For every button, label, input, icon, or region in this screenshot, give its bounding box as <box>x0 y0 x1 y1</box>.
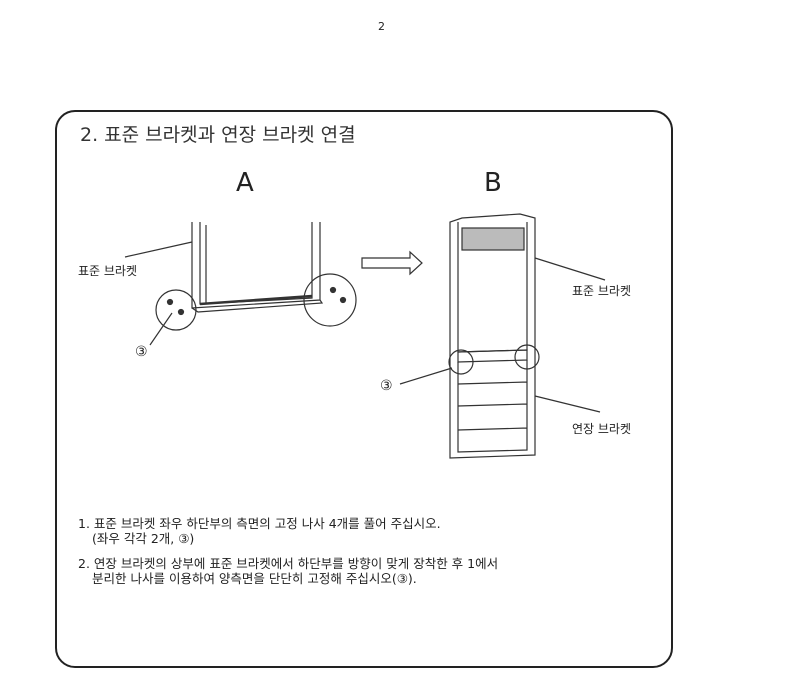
standard-bracket-label-a: 표준 브라켓 <box>78 264 138 278</box>
screw-marker-b: ③ <box>380 378 393 394</box>
step-2-line-2: 분리한 나사를 이용하여 양측면을 단단히 고정해 주십시오(③). <box>92 571 417 586</box>
figure-b-label: B <box>484 168 502 198</box>
instruction-panel <box>55 110 673 668</box>
page-number: 2 <box>378 20 385 33</box>
arrow-icon <box>361 250 423 276</box>
screw-detail-circle-b-right <box>514 344 540 370</box>
figure-a-bracket <box>191 222 324 313</box>
step-1-line-2: (좌우 각각 2개, ③) <box>92 531 195 546</box>
screw-marker-a: ③ <box>135 344 148 360</box>
extension-bracket-label-b: 연장 브라켓 <box>572 422 632 436</box>
step-2: 2. 연장 브라켓의 상부에 표준 브라켓에서 하단부를 방향이 맞게 장착한 … <box>78 556 498 586</box>
standard-bracket-label-b: 표준 브라켓 <box>572 284 632 298</box>
step-1: 1. 표준 브라켓 좌우 하단부의 측면의 고정 나사 4개를 풀어 주십시오.… <box>78 516 441 546</box>
screw-detail-circle-left <box>155 289 197 331</box>
step-2-line-1: 2. 연장 브라켓의 상부에 표준 브라켓에서 하단부를 방향이 맞게 장착한 … <box>78 556 499 571</box>
figure-b-bracket <box>449 213 536 459</box>
screw-detail-circle-b-left <box>448 349 474 375</box>
screw-detail-circle-right <box>303 273 357 327</box>
figure-a-label: A <box>236 168 254 198</box>
step-1-line-1: 1. 표준 브라켓 좌우 하단부의 측면의 고정 나사 4개를 풀어 주십시오. <box>78 516 441 531</box>
section-title: 2. 표준 브라켓과 연장 브라켓 연결 <box>80 124 356 146</box>
